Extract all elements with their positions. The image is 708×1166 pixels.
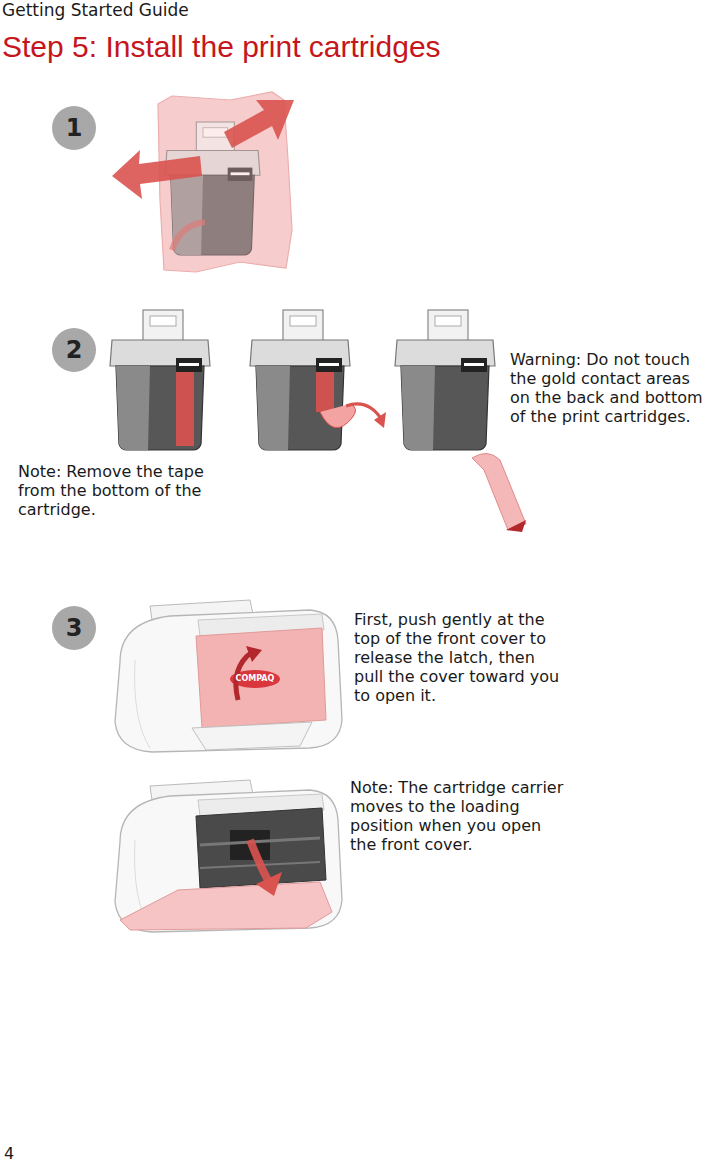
callout-number: 3 bbox=[52, 606, 96, 650]
running-header: Getting Started Guide bbox=[2, 0, 302, 20]
tape-note: Note: Remove the tape from the bottom of… bbox=[18, 462, 218, 519]
printer-logo: COMPAQ bbox=[230, 674, 280, 684]
callout-text: 1 bbox=[66, 114, 83, 142]
callout-number: 2 bbox=[52, 328, 96, 372]
warning-note: Warning: Do not touch the gold contact a… bbox=[510, 350, 706, 426]
page-title: Step 5: Install the print cartridges bbox=[2, 30, 441, 64]
instruction-text: First, push gently at the top of the fro… bbox=[354, 610, 568, 705]
page-number: 4 bbox=[4, 1144, 34, 1163]
callout-text: 2 bbox=[66, 336, 83, 364]
callout-number: 1 bbox=[52, 106, 96, 150]
carrier-note: Note: The cartridge carrier moves to the… bbox=[350, 778, 564, 854]
callout-text: 3 bbox=[66, 614, 83, 642]
